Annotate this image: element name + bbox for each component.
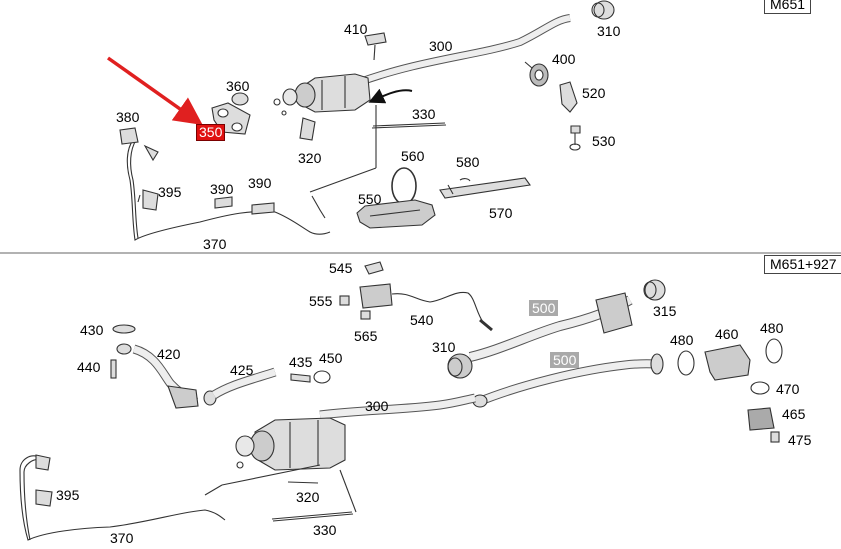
part-number-370[interactable]: 370 [110, 530, 134, 546]
part-number-410[interactable]: 410 [344, 21, 368, 37]
variant-label-lower: M651+927 [764, 255, 841, 274]
part-number-395[interactable]: 395 [56, 487, 80, 503]
part-number-380[interactable]: 380 [116, 109, 140, 125]
part-number-430[interactable]: 430 [80, 322, 104, 338]
part-number-570[interactable]: 570 [489, 205, 513, 221]
part-number-300[interactable]: 300 [365, 398, 389, 414]
part-number-475[interactable]: 475 [788, 432, 812, 448]
part-number-425[interactable]: 425 [230, 362, 254, 378]
part-number-565[interactable]: 565 [354, 328, 378, 344]
part-number-360[interactable]: 360 [226, 78, 250, 94]
part-number-310[interactable]: 310 [432, 339, 456, 355]
part-number-530[interactable]: 530 [592, 133, 616, 149]
part-number-465[interactable]: 465 [782, 406, 806, 422]
part-number-395[interactable]: 395 [158, 184, 182, 200]
part-number-400[interactable]: 400 [552, 51, 576, 67]
part-number-390[interactable]: 390 [210, 181, 234, 197]
part-number-500-highlighted[interactable]: 500 [529, 300, 559, 316]
part-number-320[interactable]: 320 [298, 150, 322, 166]
part-number-480-second[interactable]: 480 [760, 320, 784, 336]
part-number-390-second[interactable]: 390 [248, 175, 272, 191]
upper-drawing [119, 0, 615, 241]
part-number-350-highlighted[interactable]: 350 [196, 124, 226, 141]
part-number-555[interactable]: 555 [309, 293, 333, 309]
part-number-470[interactable]: 470 [776, 381, 800, 397]
lower-drawing [19, 261, 783, 541]
part-number-420[interactable]: 420 [157, 346, 181, 362]
part-number-545[interactable]: 545 [329, 260, 353, 276]
part-number-435[interactable]: 435 [289, 354, 313, 370]
part-number-330[interactable]: 330 [412, 106, 436, 122]
part-number-580[interactable]: 580 [456, 154, 480, 170]
part-number-300[interactable]: 300 [429, 38, 453, 54]
part-number-540[interactable]: 540 [410, 312, 434, 328]
part-number-550[interactable]: 550 [358, 191, 382, 207]
part-number-310[interactable]: 310 [597, 23, 621, 39]
part-number-560[interactable]: 560 [401, 148, 425, 164]
part-number-520[interactable]: 520 [582, 85, 606, 101]
variant-label-upper: M651 [764, 0, 812, 14]
part-number-370[interactable]: 370 [203, 236, 227, 252]
part-number-440[interactable]: 440 [77, 359, 101, 375]
part-number-315[interactable]: 315 [653, 303, 677, 319]
part-number-320[interactable]: 320 [296, 489, 320, 505]
part-number-500-second-highlighted[interactable]: 500 [550, 352, 580, 368]
part-number-480[interactable]: 480 [670, 332, 694, 348]
highlight-arrow [106, 56, 203, 126]
part-number-460[interactable]: 460 [715, 326, 739, 342]
part-number-450[interactable]: 450 [319, 350, 343, 366]
part-number-330[interactable]: 330 [313, 522, 337, 538]
